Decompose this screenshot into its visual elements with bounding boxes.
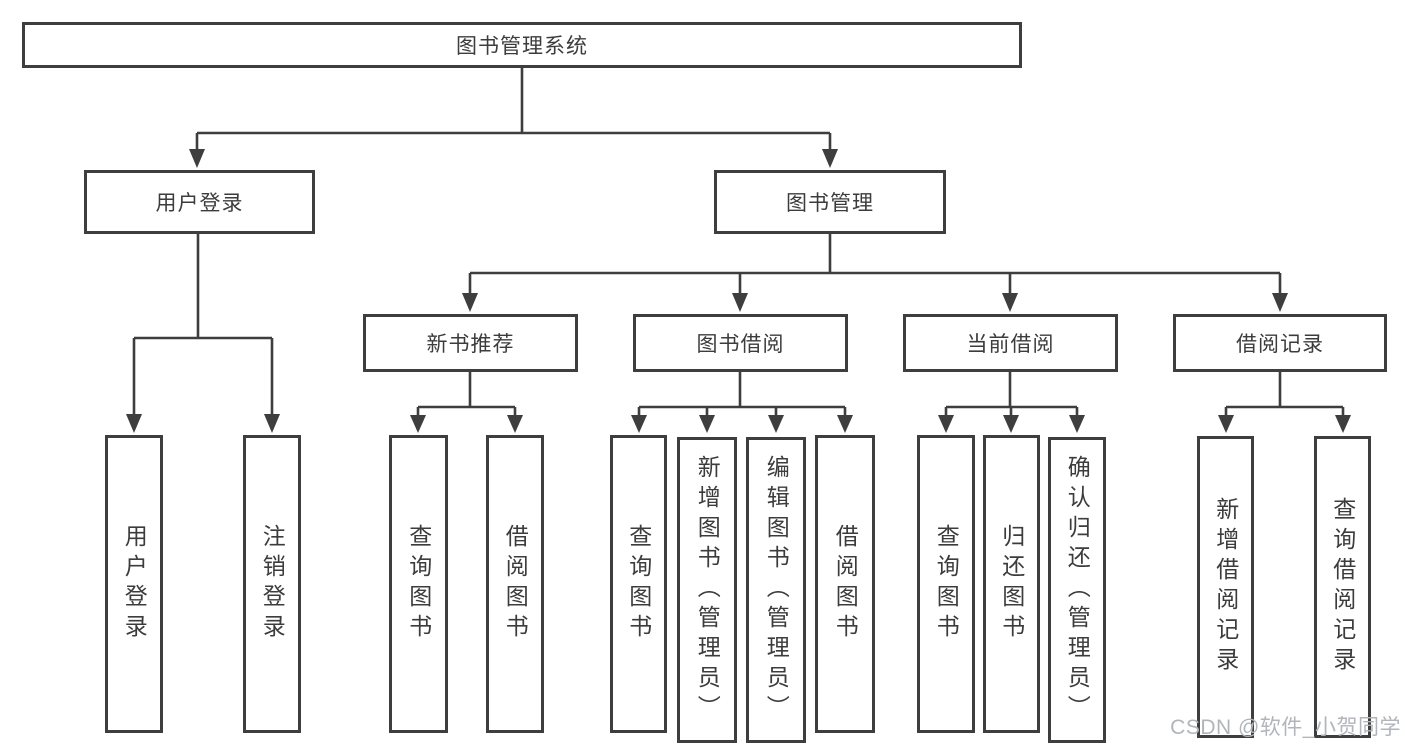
connector-current-borrow-to-leaves <box>944 372 1079 416</box>
leaf-book-borrow-query-books-label: 查询图书 <box>625 524 652 644</box>
node-root: 图书管理系统 <box>22 22 1022 68</box>
node-borrow-records: 借阅记录 <box>1173 314 1387 372</box>
leaf-user-login: 用户登录 <box>105 435 163 733</box>
leaf-logout-label: 注销登录 <box>259 524 286 644</box>
leaf-new-book-query-books-label: 查询图书 <box>405 524 432 644</box>
arrowheads-new-book-leaves <box>410 415 523 433</box>
arrowheads-level3 <box>462 293 1288 312</box>
csdn-watermark: CSDN @软件_小贺同学 <box>1170 716 1401 739</box>
leaf-borrow-records-add-record: 新增借阅记录 <box>1197 436 1254 738</box>
node-book-management: 图书管理 <box>714 170 946 234</box>
arrowheads-book-borrow-leaves <box>631 415 853 433</box>
arrowheads-user-login-leaves <box>126 414 280 433</box>
arrowheads-borrow-records-leaves <box>1218 415 1351 433</box>
node-current-borrow-label: 当前借阅 <box>966 333 1055 356</box>
node-book-borrow-label: 图书借阅 <box>696 333 785 356</box>
connector-book-management-to-level3 <box>468 234 1282 294</box>
connector-book-borrow-to-leaves <box>637 372 847 416</box>
arrowheads-current-borrow-leaves <box>938 415 1085 433</box>
leaf-borrow-records-query-record: 查询借阅记录 <box>1314 436 1371 738</box>
leaf-current-borrow-confirm-return-admin-label: 确认归还（管理员） <box>1064 455 1091 725</box>
leaf-book-borrow-add-books-admin: 新增图书（管理员） <box>677 437 737 743</box>
node-book-management-label: 图书管理 <box>786 192 874 215</box>
connector-root-to-level2 <box>195 68 832 151</box>
arrowheads-level2 <box>189 149 838 168</box>
leaf-new-book-borrow-books-label: 借阅图书 <box>502 524 529 644</box>
connector-borrow-records-to-leaves <box>1224 372 1345 416</box>
node-book-borrow: 图书借阅 <box>633 314 848 372</box>
node-root-label: 图书管理系统 <box>456 35 588 58</box>
leaf-logout: 注销登录 <box>243 435 301 733</box>
leaf-new-book-borrow-books: 借阅图书 <box>486 435 544 733</box>
leaf-user-login-label: 用户登录 <box>121 524 148 644</box>
connector-user-login-to-leaves <box>132 234 274 416</box>
leaf-current-borrow-confirm-return-admin: 确认归还（管理员） <box>1048 437 1106 743</box>
leaf-borrow-records-query-record-label: 查询借阅记录 <box>1329 497 1356 677</box>
node-current-borrow: 当前借阅 <box>903 314 1118 372</box>
leaf-book-borrow-borrow-books: 借阅图书 <box>815 435 875 733</box>
leaf-current-borrow-return-books-label: 归还图书 <box>998 524 1025 644</box>
node-new-book-recommend: 新书推荐 <box>363 314 578 372</box>
leaf-book-borrow-borrow-books-label: 借阅图书 <box>832 524 859 644</box>
leaf-new-book-query-books: 查询图书 <box>389 435 448 733</box>
leaf-book-borrow-query-books: 查询图书 <box>610 435 667 733</box>
leaf-borrow-records-add-record-label: 新增借阅记录 <box>1212 497 1239 677</box>
node-new-book-recommend-label: 新书推荐 <box>426 333 515 356</box>
leaf-current-borrow-return-books: 归还图书 <box>983 435 1040 733</box>
leaf-book-borrow-edit-books-admin: 编辑图书（管理员） <box>746 437 806 743</box>
leaf-current-borrow-query-books-label: 查询图书 <box>933 524 960 644</box>
leaf-book-borrow-add-books-admin-label: 新增图书（管理员） <box>694 455 721 725</box>
leaf-book-borrow-edit-books-admin-label: 编辑图书（管理员） <box>763 455 790 725</box>
node-user-login-label: 用户登录 <box>155 192 244 215</box>
node-borrow-records-label: 借阅记录 <box>1236 333 1324 356</box>
node-user-login: 用户登录 <box>84 170 315 234</box>
connector-new-book-recommend-to-leaves <box>416 372 517 416</box>
leaf-current-borrow-query-books: 查询图书 <box>917 435 975 733</box>
